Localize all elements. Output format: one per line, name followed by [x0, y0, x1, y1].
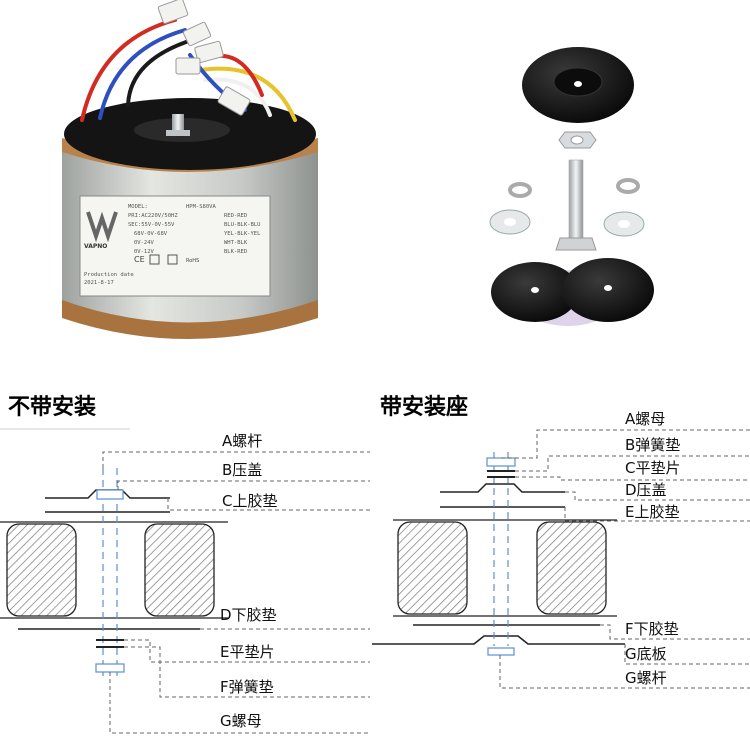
leader-f	[600, 624, 750, 640]
svg-text:YEL-BLK-YEL: YEL-BLK-YEL	[224, 231, 261, 237]
svg-text:0V-24V: 0V-24V	[134, 240, 155, 246]
center-bolt	[172, 114, 184, 134]
nameplate-brand: VAPNO	[84, 243, 107, 250]
svg-text:HPM-S80VA: HPM-S80VA	[186, 204, 216, 210]
bolt-head	[96, 489, 124, 500]
cover-plate	[440, 483, 565, 493]
hex-nut-section	[486, 457, 516, 467]
leader-e	[124, 639, 370, 663]
diagram-right-title: 带安装座	[380, 394, 468, 420]
svg-text:BLU-BLK-BLU: BLU-BLK-BLU	[224, 222, 260, 228]
label-b-cover: B压盖	[222, 461, 262, 479]
winding-section-left	[6, 523, 77, 617]
label-b-spring-washer: B弹簧垫	[625, 436, 680, 454]
flat-washers	[489, 209, 645, 237]
nameplate-date: 2021-8-17	[84, 280, 114, 286]
label-g-bolt: G螺杆	[625, 669, 667, 687]
leader-b	[117, 480, 370, 490]
label-d-cover: D压盖	[625, 481, 667, 499]
leader-b	[515, 455, 750, 472]
leader-g	[109, 672, 370, 734]
leader-f	[124, 646, 370, 698]
lead-wires	[80, 18, 297, 122]
hex-nut-section	[95, 663, 125, 673]
svg-text:WHT-BLK: WHT-BLK	[224, 240, 248, 246]
leader-d	[565, 491, 750, 501]
winding-section-right	[144, 523, 215, 617]
label-c-upper-pad: C上胶垫	[222, 492, 277, 510]
svg-text:SEC:55V-0V-55V: SEC:55V-0V-55V	[128, 222, 175, 228]
ce-mark: CE	[134, 255, 145, 264]
leader-c	[515, 476, 750, 481]
leader-c	[167, 498, 370, 511]
label-g-nut: G螺母	[220, 712, 262, 730]
svg-text:RED-RED: RED-RED	[224, 213, 247, 219]
diagram-left-title: 不带安装	[8, 394, 96, 420]
label-g-base-plate: G底板	[625, 645, 667, 663]
leader-g-bolt	[499, 655, 750, 689]
copper-winding-bottom	[62, 300, 318, 339]
leader-e	[564, 507, 750, 522]
winding-section-right	[536, 521, 607, 615]
transformer-photo: VAPNO Production date 2021-8-17 CE RoHS …	[62, 0, 318, 339]
label-d-lower-pad: D下胶垫	[220, 606, 277, 624]
diagram-with-base: 带安装座 A螺母 B弹簧垫 C平垫片 D压盖 E上胶垫 F下胶垫 G底板 G螺杆	[372, 394, 750, 689]
label-c-flat-washer: C平垫片	[625, 459, 680, 477]
leader-a	[102, 451, 370, 468]
mounting-bolt	[568, 159, 584, 241]
svg-text:0V-12V: 0V-12V	[134, 249, 155, 255]
nameplate	[79, 195, 271, 297]
brand-logo-icon	[86, 211, 118, 243]
bolt-head	[487, 647, 515, 656]
nameplate-spec-lines: MODEL: HPM-S80VA PRI:AC220V/50HZ RED-RED…	[128, 204, 261, 255]
svg-text:PRI:AC220V/50HZ: PRI:AC220V/50HZ	[128, 213, 178, 219]
diagram-without-base: 不带安装 A螺杆 B压盖 C上胶垫 D下胶垫 E平垫片 F弹簧垫 G螺母	[0, 394, 370, 734]
label-e-flat-washer: E平垫片	[220, 643, 274, 661]
label-f-lower-pad: F下胶垫	[625, 620, 679, 638]
spring-washers	[508, 178, 640, 198]
winding-section-left	[397, 521, 468, 615]
label-f-spring-washer: F弹簧垫	[220, 678, 274, 696]
nameplate-footer: Production date	[84, 272, 134, 278]
rohs-mark: RoHS	[186, 258, 199, 264]
wire-connectors	[157, 0, 251, 116]
label-a-nut: A螺母	[625, 410, 665, 428]
label-e-upper-pad: E上胶垫	[625, 503, 679, 521]
label-a-bolt: A螺杆	[222, 432, 262, 450]
leader-a	[501, 429, 750, 459]
mounting-kit-photo	[489, 47, 654, 326]
base-plate	[372, 635, 625, 645]
svg-text:MODEL:: MODEL:	[128, 204, 148, 210]
svg-text:68V-0V-68V: 68V-0V-68V	[134, 231, 168, 237]
svg-text:BLK-RED: BLK-RED	[224, 249, 247, 255]
